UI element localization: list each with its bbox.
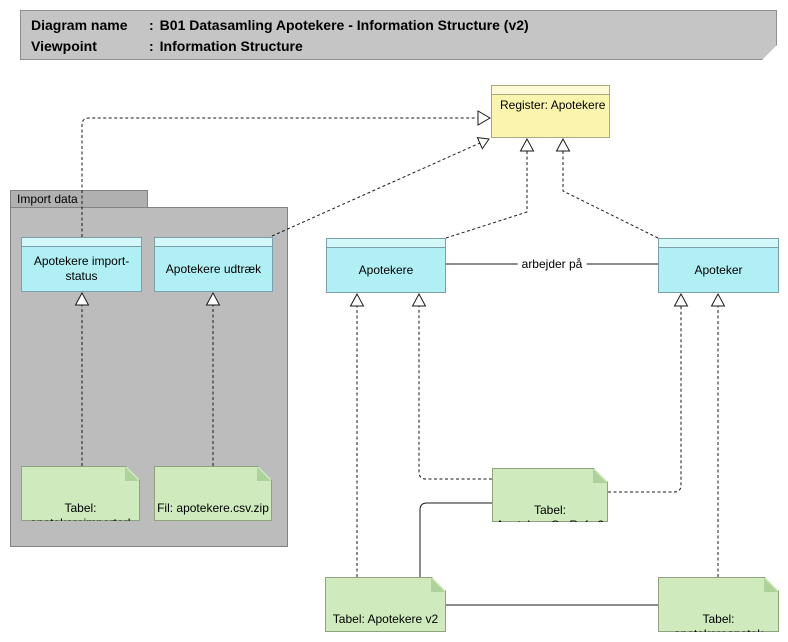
node-apoteker: Apoteker: [658, 238, 779, 293]
edge-label-arbejder-paa: arbejder på: [517, 257, 587, 271]
node-apotekere-udtraek: Apotekere udtræk: [154, 237, 273, 292]
note-label: Tabel: Apotekere v2: [332, 612, 439, 626]
edge-cvrref-tabelv2-association: [419, 502, 492, 577]
title-separator: :: [149, 38, 154, 54]
note-tabel-apotekereimporterimportstatus: Tabel: apotekereimporterI mportStatus: [21, 466, 140, 521]
note-tabel-apotekerecvrref-v2: Tabel: ApotekereCvrRef v2: [492, 468, 608, 522]
edge-cvrref-to-apotekere: [411, 292, 492, 480]
note-fil-apotekere-csv-zip: Fil: apotekere.csv.zip: [154, 466, 272, 521]
title-separator: :: [149, 17, 154, 33]
title-value: Information Structure: [159, 38, 303, 54]
note-label: Tabel: ApotekereCvrRef v2: [495, 503, 605, 532]
node-apotekere: Apotekere: [326, 238, 446, 293]
title-row-diagram-name: Diagram name : B01 Datasamling Apotekere…: [31, 15, 776, 36]
note-tabel-apotekere-v2: Tabel: Apotekere v2: [325, 577, 446, 632]
object-band: [659, 239, 778, 248]
edge-tabelv2-to-apotekere: [349, 292, 365, 577]
title-label: Diagram name: [31, 17, 128, 33]
edge-apoteker-to-register: [555, 137, 659, 239]
note-tabel-apotekereapotek: Tabel: apotekereapotek: [658, 577, 779, 632]
node-label: Register: Apotekere: [500, 98, 606, 112]
node-register-apotekere: Register: Apotekere: [491, 85, 610, 138]
edge-apotek-to-apoteker: [710, 292, 726, 577]
note-fold-corner: [764, 578, 778, 592]
node-label: Apotekere udtræk: [165, 261, 262, 276]
title-value: B01 Datasamling Apotekere - Information …: [159, 17, 529, 33]
note-fold-corner: [593, 469, 607, 483]
node-label: Apotekere: [358, 262, 414, 277]
edge-cvrref-to-apoteker: [608, 292, 689, 493]
note-label: Tabel: apotekereapotek: [673, 612, 764, 641]
object-band: [22, 238, 141, 247]
node-apotekere-import-status: Apotekere import- status: [21, 237, 142, 292]
title-row-viewpoint: Viewpoint : Information Structure: [31, 36, 776, 57]
note-fold-corner: [431, 578, 445, 592]
edge-udtraek-to-register: [271, 136, 490, 237]
object-band: [327, 239, 445, 248]
title-label: Viewpoint: [31, 38, 97, 54]
diagram-title-block: Diagram name : B01 Datasamling Apotekere…: [20, 10, 777, 60]
edge-apotekere-to-register: [445, 137, 535, 239]
group-import-data-tab: Import data: [10, 190, 148, 208]
node-label: Apoteker: [694, 262, 743, 277]
group-label: Import data: [17, 192, 78, 206]
object-band: [492, 86, 609, 95]
node-label: Apotekere import- status: [33, 254, 130, 283]
object-band: [155, 238, 272, 247]
note-label: Fil: apotekere.csv.zip: [157, 501, 269, 515]
